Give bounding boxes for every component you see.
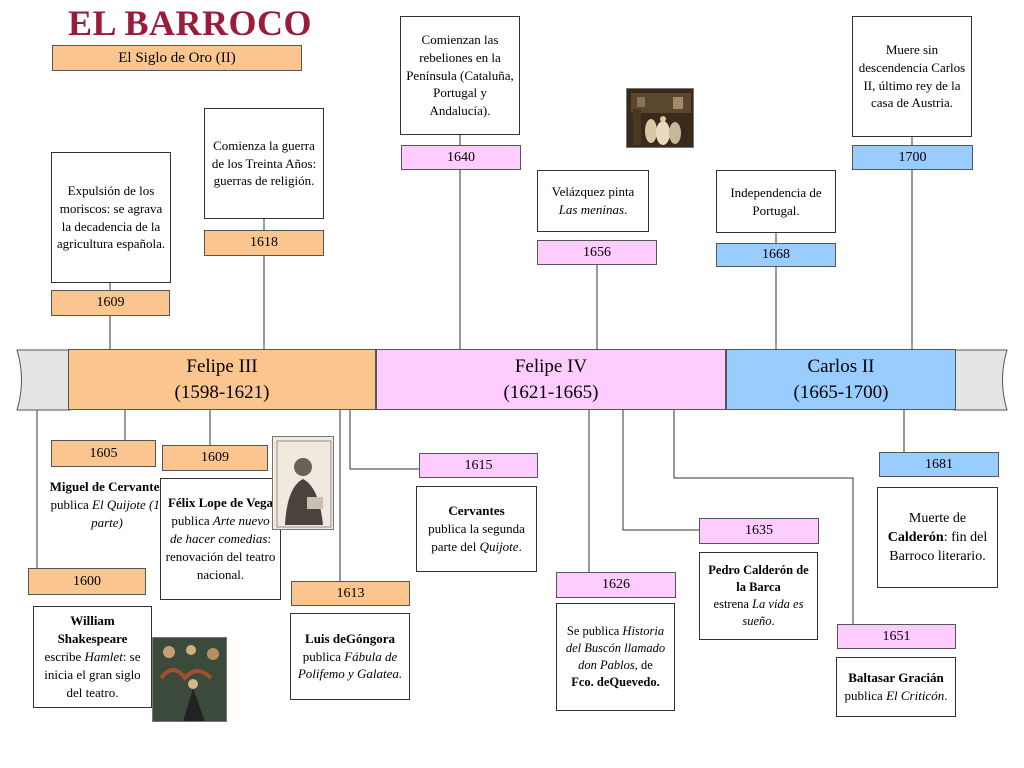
year-label: 1626 [556,572,676,598]
event-text: Muerte de [908,510,967,526]
event-rebeliones: Comienzan las rebeliones en la Península… [400,16,520,135]
author-name: Pedro Calderón de la Barca [708,562,809,594]
reign-name: Felipe IV [514,355,588,377]
event-calderon-vida-es-sueno: Pedro Calderón de la Barca estrena La vid… [699,552,818,640]
author-name: Cervantes [448,503,505,519]
event-muerte-calderon: Muerte de Calderón: fin del Barroco liter… [877,487,998,588]
reign-name: Felipe III [186,355,258,377]
work-title: La vida es sueño [742,597,804,629]
event-lope-de-vega: Félix Lope de Vega publica Arte nuevo de… [160,478,281,600]
event-text: Velázquez pinta [551,184,635,200]
reign-years: (1621-1665) [503,381,599,403]
author-name: Luis deGóngora [305,630,395,646]
event-muerte-carlos-ii: Muere sin descendencia Carlos II, último… [852,16,972,137]
event-text: Expulsión de los moriscos: se agrava la … [56,182,166,252]
year-label: 1618 [204,230,324,256]
work-title: Las meninas [558,202,625,217]
reign-years: (1598-1621) [174,381,270,403]
event-text: : fin del Barroco literario. [889,529,988,565]
reign-felipe-iv: Felipe IV (1621-1665) [376,349,726,410]
author-name: Baltasar Gracián [848,670,944,686]
event-gracian-criticon: Baltasar Gracián publica El Criticón. [836,657,956,717]
year-label: 1640 [401,145,521,170]
work-title: El Quijote (1ª parte) [91,496,164,530]
page-title: EL BARROCO [68,3,313,43]
event-text: publica [844,688,883,703]
event-text: . [944,688,948,703]
event-text: Muere sin descendencia Carlos II, último… [858,41,966,111]
event-text: publica la segunda parte del [428,521,525,554]
work-title: Fábula de Polifemo y Galatea. [297,648,403,682]
scroll-right-end [953,349,1008,411]
work-title: Arte nuevo de hacer comedias [169,513,270,547]
year-label: 1681 [879,452,999,477]
theatre-painting [152,637,227,722]
event-cervantes-segunda-parte: Cervantes publica la segunda parte del Qu… [416,486,537,572]
author-name: Miguel de Cervantes [49,479,165,494]
reign-felipe-iii: Felipe III (1598-1621) [68,349,376,410]
year-label: 1656 [537,240,657,265]
event-text: Comienzan las rebeliones en la Península… [406,31,514,119]
author-name: William Shakespeare [57,613,128,647]
year-label: 1615 [419,453,538,478]
author-name: Félix Lope de Vega [167,495,274,511]
gongora-portrait [272,436,334,530]
las-meninas-painting [626,88,694,148]
event-text: : renovación del teatro nacional. [165,531,276,582]
event-expulsion-moriscos: Expulsión de los moriscos: se agrava la … [51,152,171,283]
event-treinta-anos: Comienza la guerra de los Treinta Años: … [204,108,324,219]
author-name: Fco. deQuevedo. [571,675,660,690]
event-cervantes-quijote: Miguel de Cervantes publica El Quijote (… [48,478,166,558]
event-text: publica [50,496,89,512]
event-shakespeare-hamlet: William Shakespeare escribe Hamlet: se in… [33,606,152,708]
year-label: 1613 [291,581,410,606]
event-text: Se publica [566,623,620,638]
reign-name: Carlos II [807,355,875,377]
year-label: 1605 [51,440,156,467]
year-label: 1600 [28,568,146,595]
event-text: Independencia de Portugal. [730,184,822,218]
event-text: . [624,202,628,217]
scroll-left-end [16,349,71,411]
year-label: 1609 [51,290,170,316]
reign-carlos-ii: Carlos II (1665-1700) [726,349,956,410]
work-title: Hamlet [84,649,123,665]
year-label: 1635 [699,518,819,544]
event-text: escribe [44,649,82,665]
event-text: , de [634,658,653,672]
event-text: publica [302,648,341,664]
year-label: 1700 [852,145,973,170]
event-quevedo-buscon: Se publica Historia del Buscón llamado d… [556,603,675,711]
author-name: Calderón [887,529,944,545]
event-text: estrena [713,597,749,611]
work-title: El Criticón [886,688,945,703]
year-label: 1651 [837,624,956,649]
event-independencia-portugal: Independencia de Portugal. [716,170,836,233]
event-text: publica [171,513,210,529]
page-subtitle: El Siglo de Oro (II) [52,45,302,71]
event-text: : se inicia el gran siglo del teatro. [44,649,141,700]
year-label: 1668 [716,243,836,267]
event-text: . [771,614,775,629]
reign-years: (1665-1700) [793,381,889,403]
year-label: 1609 [162,445,268,471]
work-title: Quijote [479,538,519,554]
event-text: Comienza la guerra de los Treinta Años: … [211,137,317,189]
event-gongora-polifemo: Luis deGóngora publica Fábula de Polifemo… [290,613,410,700]
work-title: Historia del Buscón llamado don Pablos [565,623,666,673]
event-text: . [518,538,522,554]
